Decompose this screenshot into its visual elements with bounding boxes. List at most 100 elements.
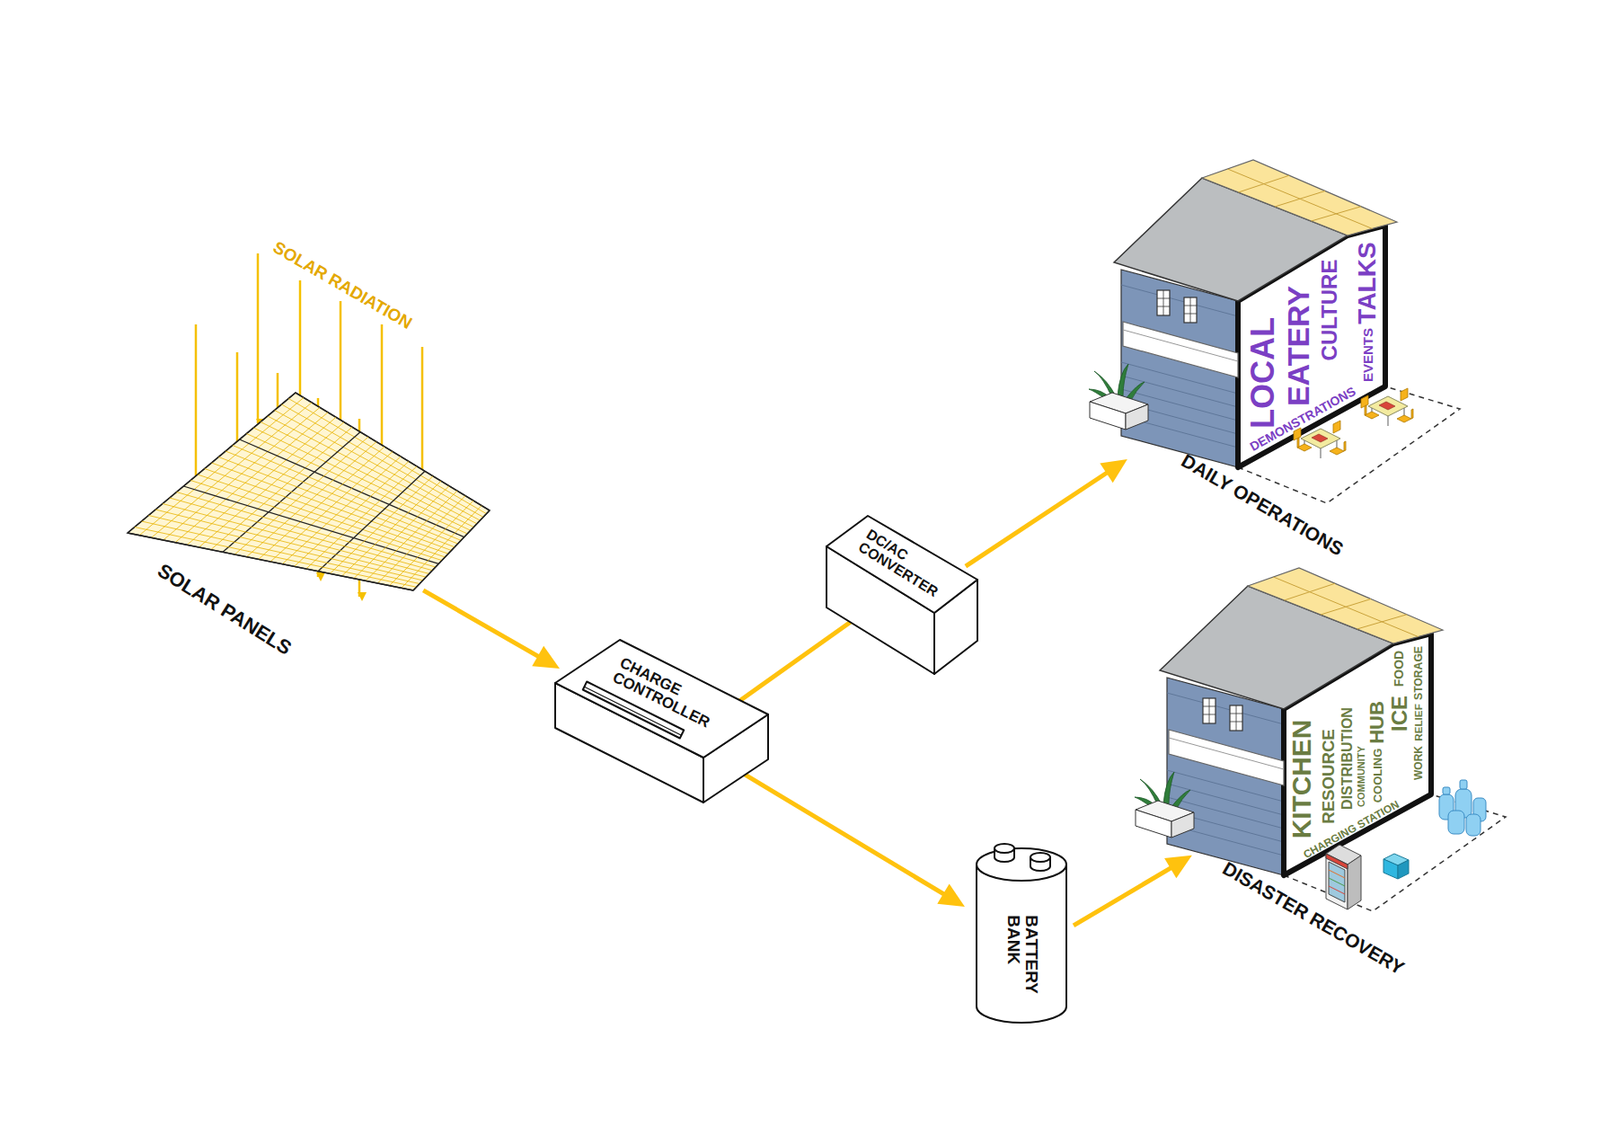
house-daily — [1293, 420, 1346, 459]
panel-grid-line — [222, 432, 361, 553]
arrow-head — [1099, 459, 1128, 483]
wall-word: RELIEF — [1413, 703, 1424, 742]
wall-word: COOLING — [1371, 748, 1384, 804]
panel-grid-line — [232, 445, 461, 541]
panel-grid-line — [127, 532, 414, 591]
daily-operations-house: DAILY OPERATIONS — [1082, 152, 1469, 575]
panel-grid-line — [139, 397, 304, 535]
fridge — [1325, 853, 1348, 910]
solar-panel-shape — [121, 386, 495, 665]
panel-grid-line — [281, 404, 484, 517]
solar-radiation-arrows — [358, 418, 362, 597]
panel-grid-line — [353, 486, 450, 579]
converter-box — [934, 579, 978, 674]
fridge — [1325, 844, 1362, 910]
fridge — [1328, 869, 1345, 878]
charge-controller-box — [548, 633, 773, 807]
panel-grid-line — [141, 521, 421, 584]
battery-bank: BATTERY BANK — [956, 830, 1074, 1029]
solar-radiation-arrows — [421, 346, 425, 526]
solar-radiation-arrows — [317, 397, 320, 577]
panel-grid-line — [413, 510, 490, 591]
solar-panel-array: SOLAR PANELS — [121, 386, 495, 665]
panel-grid-line — [162, 503, 430, 575]
wall-word: FOOD — [1392, 650, 1406, 687]
node-label: SOLAR PANELS — [153, 559, 295, 659]
panel-grid-line — [151, 402, 313, 538]
fridge — [1347, 855, 1362, 910]
panel-grid-line — [342, 480, 442, 576]
arrow-shaft — [423, 590, 541, 658]
radiation-label: SOLAR RADIATION — [270, 238, 416, 333]
house-disaster — [1134, 567, 1506, 911]
house-daily — [1361, 388, 1414, 426]
fridge — [1325, 853, 1348, 869]
cooler — [1383, 853, 1409, 879]
panel-grid-line — [134, 527, 417, 588]
panel-grid-line — [163, 406, 320, 540]
panel-grid-line — [260, 422, 474, 528]
charge-controller-box — [555, 639, 769, 758]
panel-grid-line — [270, 451, 393, 563]
cooler — [1397, 859, 1409, 879]
panel-grid-line — [218, 457, 455, 548]
panel-grid-line — [365, 490, 458, 581]
dc-ac-converter: DC/AC CONVERTER — [819, 508, 984, 679]
panel-grid-line — [267, 415, 478, 524]
water-jugs — [1455, 788, 1472, 818]
flow-arrow — [965, 459, 1128, 566]
solar-radiation-arrows — [299, 280, 302, 460]
node-label: CHARGE CONTROLLER — [609, 654, 720, 731]
solar-radiation-arrows — [276, 372, 280, 555]
wall-word: KITCHEN — [1288, 719, 1316, 839]
flow-arrow — [729, 765, 965, 907]
panel-grid-line — [294, 460, 410, 566]
solar-radiation-arrows — [380, 324, 384, 504]
panel-grid-line — [183, 486, 439, 564]
panel-grid-line — [186, 416, 336, 545]
charge-controller-box — [583, 686, 681, 735]
charge-controller-box — [555, 682, 704, 803]
battery-cylinder — [1030, 852, 1051, 862]
fridge — [1328, 861, 1345, 902]
arrow-head — [531, 645, 560, 669]
panel-grid-line — [148, 515, 423, 581]
panel-grid-line — [295, 392, 490, 511]
arrow-shaft — [965, 470, 1110, 566]
panel-grid-line — [176, 492, 436, 568]
wall-word: LOCAL — [1246, 317, 1280, 429]
wall-word: CULTURE — [1318, 259, 1341, 362]
node-label: DAILY OPERATIONS — [1177, 450, 1347, 559]
disaster-recovery-house: DISASTER RECOVERY — [1128, 560, 1524, 992]
converter-box — [819, 508, 984, 679]
charge-controller-box — [703, 714, 769, 803]
panel-grid-line — [329, 476, 434, 575]
house-disaster — [1128, 560, 1524, 992]
wall-word: COMMUNITY — [1356, 745, 1367, 807]
panel-grid-line — [155, 509, 426, 577]
wall-word: DISTRIBUTION — [1340, 707, 1355, 810]
charge-controller: CHARGE CONTROLLER — [548, 633, 773, 807]
fridge — [1328, 885, 1345, 894]
battery-cylinder — [1030, 857, 1051, 871]
water-jugs — [1439, 779, 1486, 836]
water-jugs — [1459, 779, 1468, 789]
wall-word: CHARGING STATION — [1301, 798, 1401, 860]
battery-cylinder — [976, 843, 1067, 1023]
wall-word: WORK — [1413, 745, 1424, 780]
battery-cylinder — [994, 843, 1015, 853]
arrow-head — [848, 603, 876, 628]
arrow-shaft — [1073, 866, 1174, 926]
wall-word: STORAGE — [1413, 645, 1424, 700]
solar-panel-shape — [127, 392, 490, 591]
panel-grid-line — [253, 427, 471, 531]
water-jugs — [1439, 794, 1454, 820]
wall-word: EVENTS — [1361, 327, 1375, 382]
converter-box — [826, 546, 935, 674]
panel-grid-line — [197, 474, 446, 557]
water-jugs — [1442, 786, 1450, 795]
fridge — [1325, 844, 1362, 865]
wall-word: RESOURCE — [1320, 728, 1338, 824]
